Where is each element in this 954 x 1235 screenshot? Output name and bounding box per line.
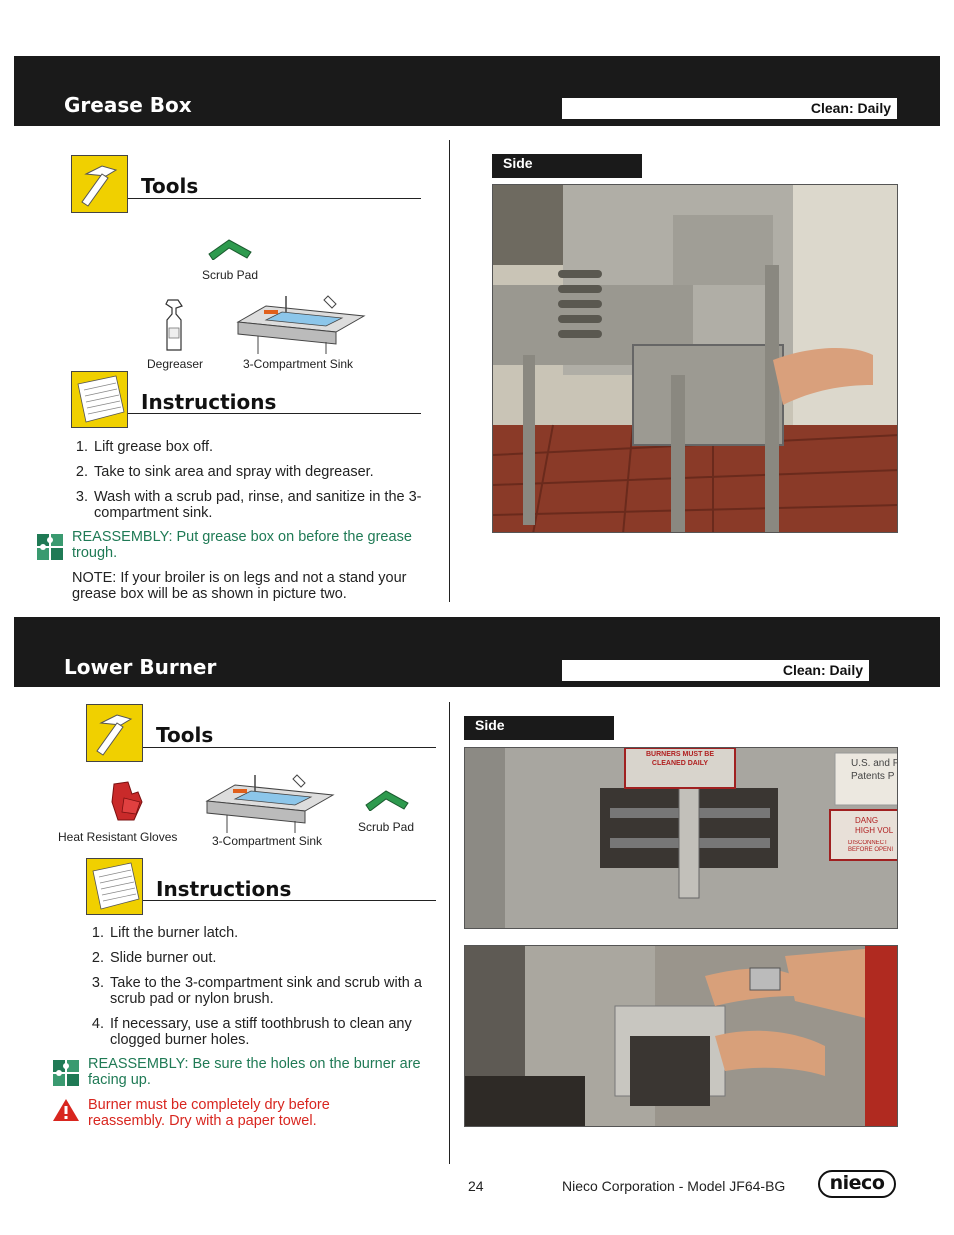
sink-icon (236, 292, 366, 361)
tool-caption: Heat Resistant Gloves (58, 830, 178, 844)
page-number: 24 (468, 1178, 484, 1194)
warning-note: Burner must be completely dry before rea… (88, 1097, 330, 1129)
column-divider (449, 702, 450, 1164)
tool-caption: Scrub Pad (202, 268, 259, 282)
scrub-pad-icon (207, 236, 253, 265)
instruction-step: Lift grease box off. (92, 439, 432, 455)
burner-removal-photo (464, 945, 898, 1127)
photo-view-label: Side (492, 154, 642, 178)
tools-heading-rule (143, 747, 436, 748)
gloves-icon (106, 780, 150, 829)
instruction-step: Take to sink area and spray with degreas… (92, 464, 432, 480)
instructions-heading: Instructions (156, 877, 292, 901)
instructions-page-icon (71, 371, 128, 428)
logo-text: nieco (829, 1172, 885, 1194)
instruction-step: If necessary, use a stiff toothbrush to … (108, 1016, 458, 1048)
grease-box-photo (492, 184, 898, 533)
reassembly-note: REASSEMBLY: Put grease box on before the… (72, 529, 412, 561)
photo-view-label: Side (464, 716, 614, 740)
scrub-pad-icon (364, 787, 410, 816)
instruction-step: Slide burner out. (108, 950, 458, 966)
photo-sign-text: BURNERS MUST BE CLEANED DAILY (645, 751, 715, 767)
nieco-logo: nieco (818, 1170, 896, 1198)
instruction-step: Lift the burner latch. (108, 925, 458, 941)
clean-frequency-badge: Clean: Daily (562, 98, 897, 119)
photo-sign-text: U.S. and F Patents P (851, 758, 898, 782)
grease-box-banner: Grease Box Clean: Daily (14, 56, 940, 126)
instruction-step: Wash with a scrub pad, rinse, and saniti… (92, 489, 432, 521)
instructions-list: Lift the burner latch. Slide burner out.… (88, 925, 458, 1057)
instruction-step: Take to the 3-compartment sink and scrub… (108, 975, 458, 1007)
tools-heading: Tools (156, 723, 214, 747)
tool-caption: Degreaser (147, 357, 204, 371)
tools-heading-rule (128, 198, 421, 199)
sink-icon (205, 771, 335, 840)
burner-latch-photo: BURNERS MUST BE CLEANED DAILY U.S. and F… (464, 747, 898, 929)
column-divider (449, 140, 450, 602)
degreaser-bottle-icon (162, 296, 186, 359)
footer-company: Nieco Corporation - Model JF64-BG (562, 1178, 786, 1194)
tool-caption: Scrub Pad (358, 820, 415, 834)
puzzle-icon (51, 1056, 83, 1093)
instructions-heading-rule (143, 900, 436, 901)
hammer-icon (71, 155, 128, 213)
section-title: Grease Box (64, 93, 192, 117)
reassembly-note: REASSEMBLY: Be sure the holes on the bur… (88, 1056, 421, 1088)
legs-note: NOTE: If your broiler is on legs and not… (72, 570, 407, 602)
tools-heading: Tools (141, 174, 199, 198)
instructions-heading: Instructions (141, 390, 277, 414)
hammer-icon (86, 704, 143, 762)
photo-sign-text: DANG HIGH VOL (855, 816, 894, 835)
instructions-list: Lift grease box off. Take to sink area a… (72, 439, 432, 530)
section-title: Lower Burner (64, 655, 217, 679)
puzzle-icon (35, 530, 67, 567)
instructions-page-icon (86, 858, 143, 915)
tool-caption: 3-Compartment Sink (243, 357, 354, 371)
photo-sign-text: DISCONNECT BEFORE OPENI (848, 840, 894, 853)
lower-burner-banner: Lower Burner Clean: Daily (14, 617, 940, 687)
warning-icon (52, 1098, 80, 1127)
clean-frequency-badge: Clean: Daily (562, 660, 869, 681)
tool-caption: 3-Compartment Sink (212, 834, 323, 848)
instructions-heading-rule (128, 413, 421, 414)
